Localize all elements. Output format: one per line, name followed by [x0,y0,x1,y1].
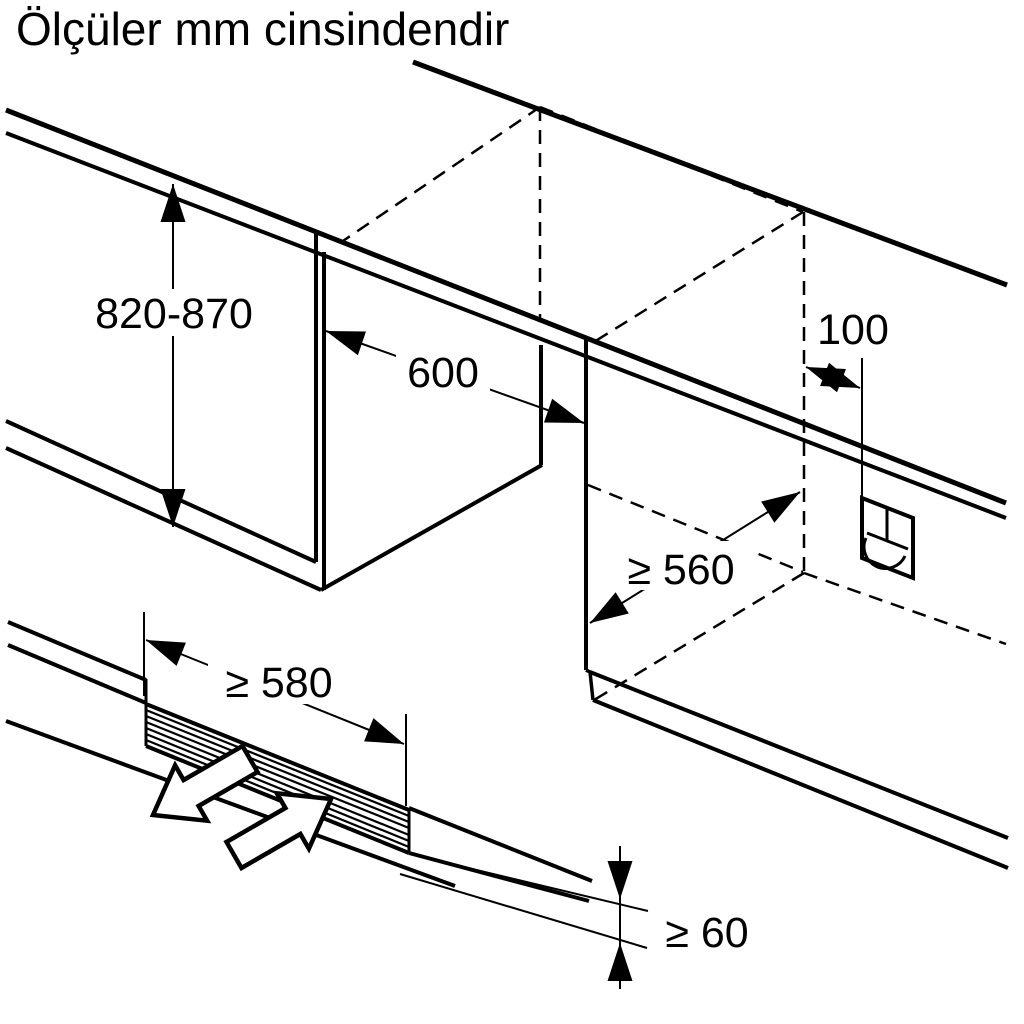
niche-floor-left-junction [320,463,543,592]
niche-top-right-depth-dashed [588,210,804,347]
worktop-front-top-edge [5,107,1007,506]
arrowhead-left-icon [321,319,366,356]
socket-arc [862,537,907,570]
dimension-label-niche-depth: ≥ 560 [627,546,734,594]
dim-vent-width: ≥ 580 [141,612,409,806]
left-cabinet-plinth-top-edge [5,419,317,564]
right-cabinet-plinth-top-edge [589,670,1009,840]
plinth-recess-upper-line [421,856,649,912]
niche-top-back-width-dashed [539,105,804,214]
arrowhead-right-icon [364,718,409,756]
dim-plinth-clearance: ≥ 60 [607,846,749,989]
plinth-detail [5,620,649,949]
arrowhead-left-icon [583,592,629,634]
niche-dashed-outline [339,105,1007,702]
socket-cross-line [866,531,909,551]
label-backing [396,348,490,395]
dim-niche-height: 820-870 [84,184,264,527]
arrowhead-right-icon [761,481,807,523]
left-cabinet-floor-edge [5,446,322,592]
dimension-label-niche-height: 820-870 [95,290,253,338]
dimension-label-socket-offset: 100 [817,306,889,354]
dim-socket-offset: 100 [801,306,889,400]
label-backing [84,289,264,336]
arrowhead-up-icon [160,184,186,222]
vent-top-edge [145,702,410,812]
niche-bottom-right-depth-dashed [593,571,805,702]
arrowhead-right-icon [544,398,589,435]
dim-niche-depth: ≥ 560 [583,481,807,634]
wall-floor-junction-dashed [803,571,1007,646]
left-cabinet [5,230,543,592]
label-backing [610,541,752,590]
plinth-left-bottom-edge [7,643,147,705]
dimension-label-niche-width: 600 [407,349,479,397]
arrowhead-down-icon [607,861,633,899]
right-cabinet-floor-edge [592,698,1009,870]
floor-front-edge [5,719,456,888]
dimension-label-plinth-clearance: ≥ 60 [665,909,748,957]
arrowhead-up-icon [607,943,633,981]
dimension-label-vent-width: ≥ 580 [225,659,332,707]
niche-bottom-back-width-dashed [587,483,804,574]
niche-top-left-depth-dashed [339,105,541,245]
page-title: Ölçüler mm cinsindendir [16,3,510,55]
dim-niche-width: 600 [321,319,589,435]
arrowhead-left-icon [141,628,186,666]
wall-top-edge [412,59,1008,288]
plinth-left-top-edge [7,620,147,682]
label-backing [208,657,350,704]
plinth-right-top-edge [408,806,593,883]
socket-icon [860,358,915,581]
airflow-in-arrow [218,771,347,882]
plinth-recess-lower-line [399,873,648,949]
right-cabinet [584,340,1009,870]
vent-bottom-edge [145,744,410,855]
